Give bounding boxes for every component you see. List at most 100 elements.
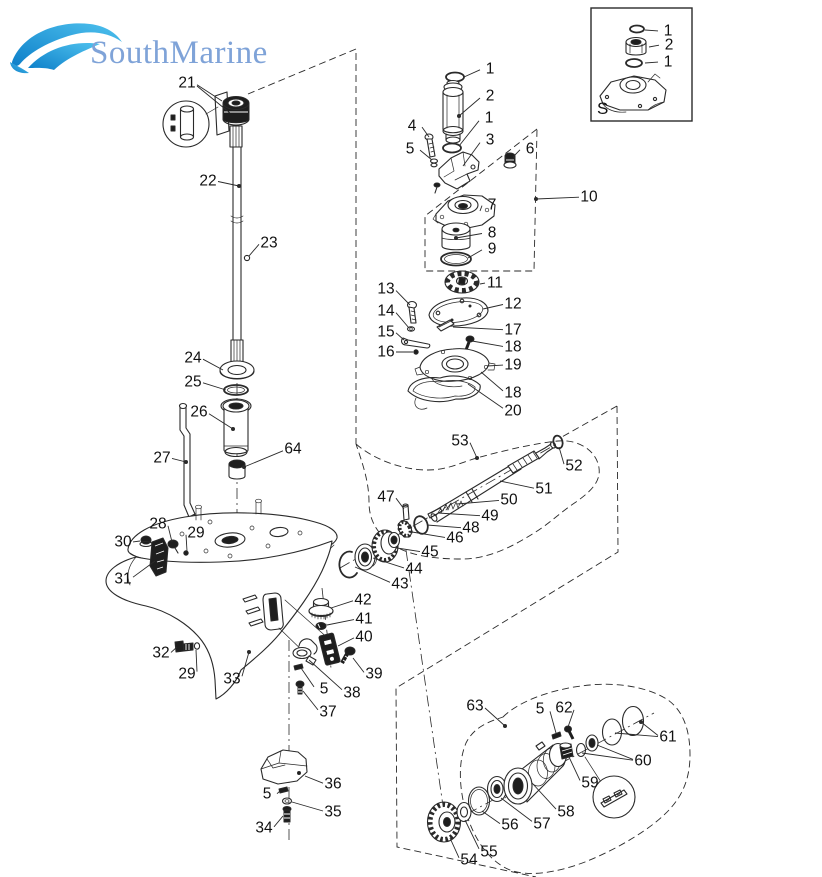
part-62-bolt — [564, 725, 575, 740]
part-15-dowel — [401, 337, 431, 349]
part-11-impeller — [444, 270, 480, 294]
region-driveshaft-boundary — [247, 48, 357, 444]
callout-label-15: 15 — [377, 324, 394, 341]
part-1-oring-mid — [442, 142, 462, 154]
leader-line-48 — [426, 524, 462, 529]
callout-label-2: 2 — [665, 37, 674, 54]
callout-label-7: 7 — [488, 197, 497, 214]
part-3-clamp-bracket — [433, 151, 480, 194]
part-7-pump-housing — [432, 194, 496, 230]
leader-line-31 — [132, 560, 156, 578]
callout-label-10: 10 — [580, 189, 598, 206]
leader-line-35 — [291, 801, 324, 812]
leader-line-22 — [217, 181, 240, 187]
part-43-retaining-ring — [338, 550, 358, 579]
callout-label-64: 64 — [284, 441, 302, 458]
part-19-pump-base — [414, 348, 496, 388]
leader-line-14 — [395, 312, 410, 329]
callout-label-1: 1 — [664, 54, 673, 71]
callout-label-55: 55 — [480, 844, 497, 861]
leader-dot-61 — [639, 720, 643, 724]
callout-layer: 1211214536789101112131415161718191820212… — [114, 23, 676, 869]
leader-line-61 — [640, 721, 659, 736]
callout-label-16: 16 — [377, 344, 394, 361]
callout-label-9: 9 — [488, 241, 497, 258]
part-5-pin-cam — [293, 663, 304, 671]
callout-label-5: 5 — [406, 141, 415, 158]
part-20-gasket — [407, 375, 481, 410]
callout-label-22: 22 — [199, 173, 216, 190]
callout-label-8: 8 — [488, 225, 497, 242]
leader-line-28 — [167, 525, 173, 543]
part-45-forward-gear — [371, 529, 401, 563]
region-plane-boundary — [395, 405, 619, 877]
part-34-bolt — [282, 806, 292, 823]
callout-label-25: 25 — [184, 374, 201, 391]
leader-line-1 — [644, 29, 659, 32]
brand-logo: SouthMarine — [10, 23, 267, 74]
leader-line-63 — [484, 707, 506, 727]
callout-label-41: 41 — [355, 611, 372, 628]
part-59-bushing — [559, 742, 574, 760]
leader-line-25 — [202, 382, 227, 391]
part-5-pin-anode — [278, 786, 289, 794]
leader-line-3 — [462, 142, 481, 167]
callout-label-21: 21 — [178, 75, 195, 92]
callout-label-28: 28 — [149, 516, 166, 533]
callout-label-4: 4 — [408, 118, 417, 135]
water-intake-slots — [242, 594, 264, 627]
callout-label-19: 19 — [504, 357, 521, 374]
callout-label-20: 20 — [504, 403, 522, 420]
part-24-bearing — [219, 360, 255, 380]
leader-line-21 — [196, 84, 223, 102]
callout-label-43: 43 — [391, 576, 408, 593]
leader-line-41 — [326, 619, 355, 626]
callout-label-31: 31 — [114, 571, 131, 588]
part-47-pin — [402, 503, 410, 521]
callout-label-34: 34 — [255, 820, 273, 837]
callout-label-36: 36 — [324, 776, 341, 793]
callout-label-52: 52 — [565, 458, 582, 475]
part-13-bolt — [406, 300, 418, 324]
leader-line-10 — [535, 196, 580, 200]
leader-line-39 — [352, 657, 365, 673]
part-12-outer-plate — [428, 297, 489, 327]
part-36-anode-block — [260, 749, 308, 785]
leader-line-54 — [449, 837, 460, 858]
callout-label-53: 53 — [451, 433, 468, 450]
callout-label-2: 2 — [486, 88, 495, 105]
callout-label-27: 27 — [153, 450, 170, 467]
part-64-bushing — [228, 459, 246, 480]
part-9-oring — [440, 251, 472, 267]
callout-label-5: 5 — [320, 681, 329, 698]
part-27-shift-rod — [178, 402, 196, 529]
leader-dot-64 — [242, 465, 246, 469]
callout-label-45: 45 — [421, 544, 438, 561]
inset-box: S — [590, 7, 693, 122]
callout-label-44: 44 — [405, 561, 423, 578]
part-18-bolt-upper — [464, 335, 475, 351]
part-33-gear-housing — [105, 498, 338, 700]
leader-dot-53 — [475, 456, 479, 460]
callout-label-35: 35 — [324, 804, 341, 821]
callout-label-3: 3 — [486, 132, 495, 149]
part-23-pin — [243, 254, 251, 262]
leader-line-2 — [458, 97, 481, 117]
callout-label-17: 17 — [504, 322, 521, 339]
leader-dot-33 — [247, 650, 251, 654]
leader-line-29 — [185, 534, 188, 552]
leader-line-26 — [208, 413, 234, 430]
callout-label-30: 30 — [114, 534, 132, 551]
leader-line-13 — [395, 290, 411, 306]
leader-dot-63 — [503, 724, 507, 728]
leader-line-8 — [455, 233, 483, 239]
callout-label-47: 47 — [377, 489, 394, 506]
leader-line-1 — [463, 69, 481, 78]
part-oring-top — [629, 24, 645, 34]
callout-label-1: 1 — [664, 23, 673, 40]
callout-label-29: 29 — [187, 525, 204, 542]
leader-line-52 — [558, 446, 565, 465]
part-29-clip — [183, 550, 189, 556]
callout-label-37: 37 — [319, 704, 336, 721]
